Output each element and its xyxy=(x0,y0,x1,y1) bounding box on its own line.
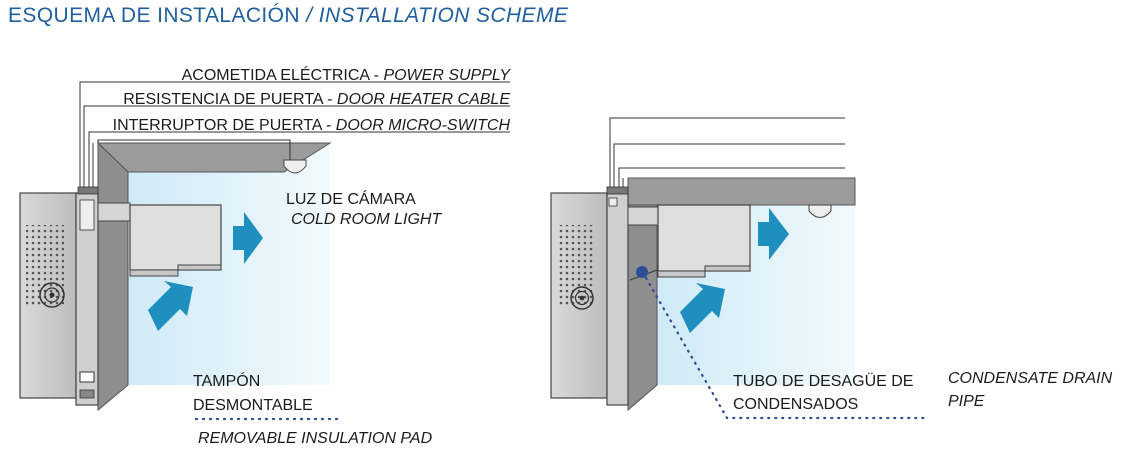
ventilation-grille-icon xyxy=(557,225,595,305)
fan-icon xyxy=(39,282,65,308)
condensing-unit xyxy=(19,186,99,406)
label-power-supply: ACOMETIDA ELÉCTRICA - POWER SUPPLY xyxy=(182,65,512,84)
label-drain-en-1: CONDENSATE DRAIN xyxy=(948,370,1113,387)
condensing-unit xyxy=(550,186,629,406)
airflow-arrow-icon xyxy=(758,208,789,260)
page-title: ESQUEMA DE INSTALACIÓN / INSTALLATION SC… xyxy=(8,4,568,28)
drain-point-icon xyxy=(636,266,648,278)
airflow-arrow-icon xyxy=(148,281,193,331)
evaporator-unit xyxy=(97,202,222,277)
label-door-micro-switch: INTERRUPTOR DE PUERTA - DOOR MICRO-SWITC… xyxy=(113,117,511,134)
airflow-arrow-icon xyxy=(680,283,725,333)
title-es: ESQUEMA DE INSTALACIÓN xyxy=(8,4,300,27)
label-room-light-es: LUZ DE CÁMARA xyxy=(286,189,416,208)
label-drain-es-1: TUBO DE DESAGÜE DE xyxy=(733,372,913,390)
label-room-light-en: COLD ROOM LIGHT xyxy=(291,211,442,228)
evaporator-unit xyxy=(627,204,751,281)
drain-pipe-leader xyxy=(644,276,928,420)
cold-room-wall xyxy=(627,177,856,412)
cable-leaders-right xyxy=(609,117,845,187)
label-insulation-pad-en: REMOVABLE INSULATION PAD xyxy=(198,430,433,447)
label-door-heater-cable: RESISTENCIA DE PUERTA - DOOR HEATER CABL… xyxy=(123,91,510,108)
title-en: INSTALLATION SCHEME xyxy=(318,4,569,27)
label-insulation-pad-es-1: TAMPÓN xyxy=(193,371,260,390)
left-scheme: ACOMETIDA ELÉCTRICA - POWER SUPPLY RESIS… xyxy=(19,65,512,447)
title-separator: / xyxy=(306,4,313,27)
cold-room-zone xyxy=(128,143,330,385)
right-scheme: TUBO DE DESAGÜE DE CONDENSADOS CONDENSAT… xyxy=(550,117,1113,420)
fan-icon xyxy=(570,286,594,310)
label-drain-en-2: PIPE xyxy=(948,393,985,410)
label-insulation-pad-es-2: DESMONTABLE xyxy=(193,397,313,414)
label-drain-es-2: CONDENSADOS xyxy=(733,396,858,413)
cable-leaders-left xyxy=(79,81,510,187)
ceiling-light-icon xyxy=(283,159,307,174)
ceiling-light-icon xyxy=(808,204,832,218)
airflow-arrow-icon xyxy=(233,212,263,264)
